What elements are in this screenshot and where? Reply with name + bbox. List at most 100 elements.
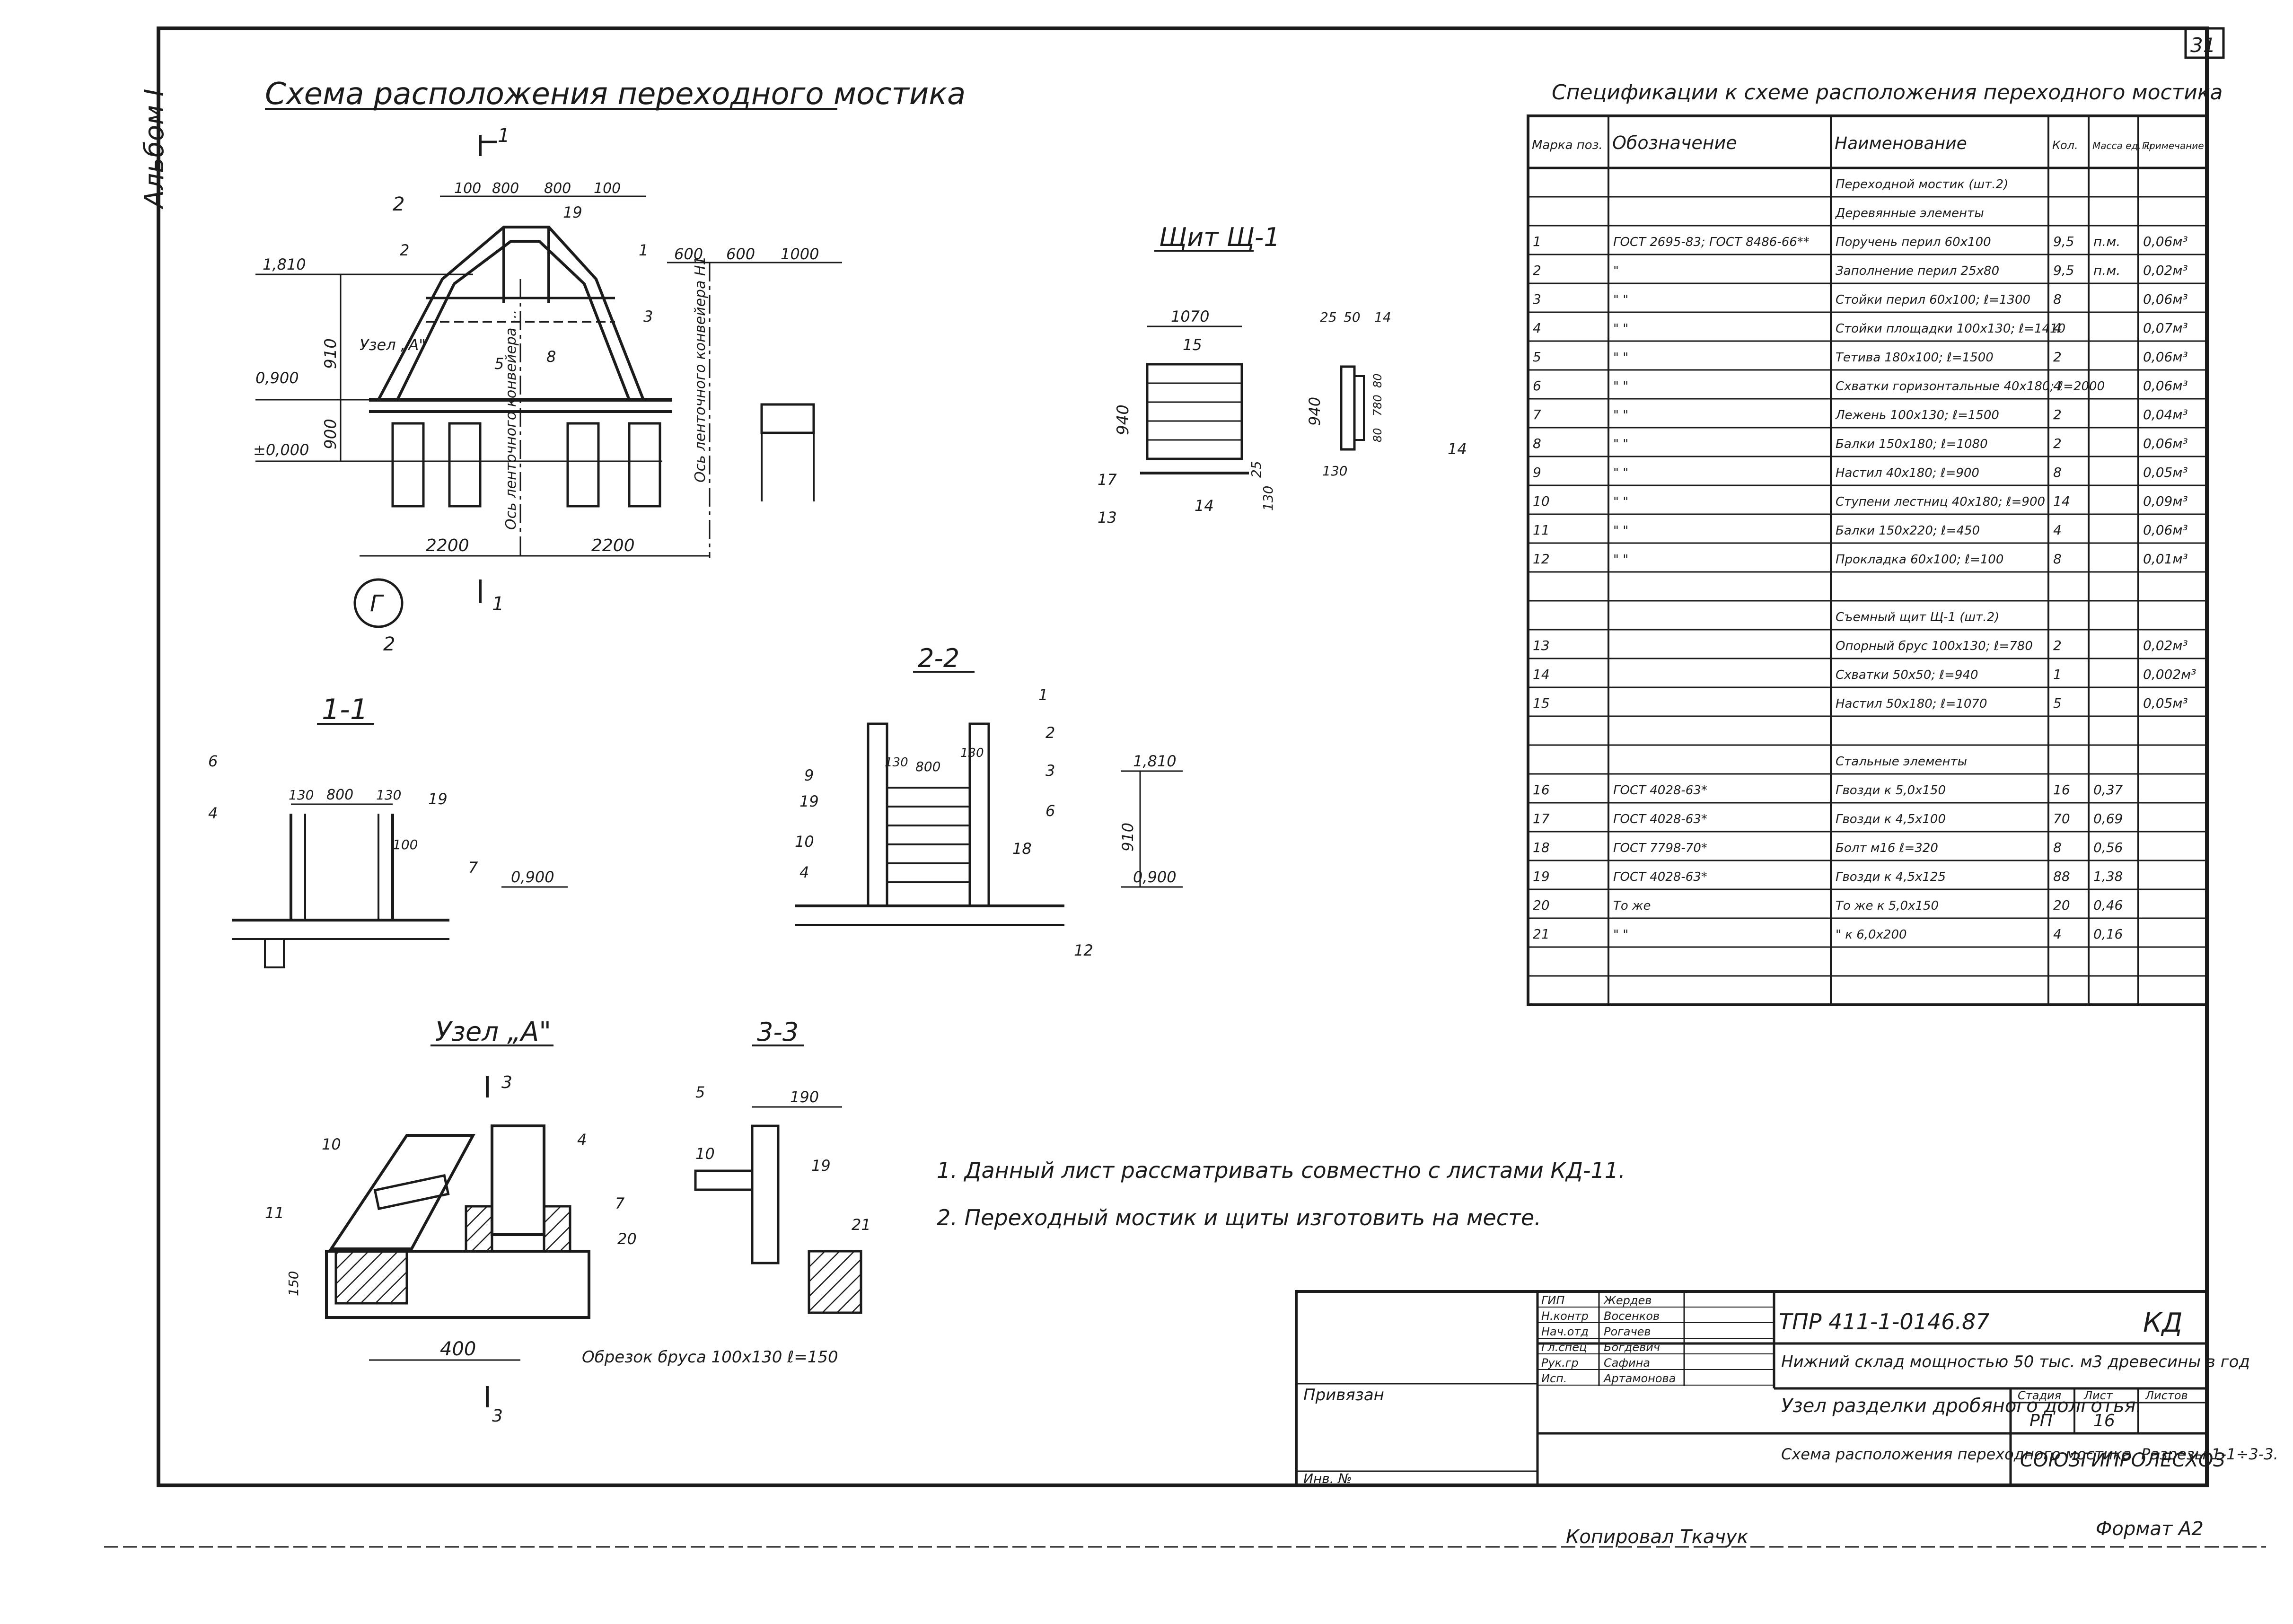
panel-view: Щит Щ-1 1070 15 940 25 130 17 13 14 25 5… bbox=[1098, 222, 1467, 527]
node-a-callout-20: 20 bbox=[617, 1230, 637, 1248]
spec-cell-24-0: 19 bbox=[1533, 869, 1550, 884]
section-1-1: 1-1 130 800 130 100 6 4 19 7 0,900 bbox=[208, 693, 568, 968]
side-dim-940: 940 bbox=[1306, 397, 1324, 426]
level-0000: ±0,000 bbox=[253, 441, 309, 459]
bottom-dim-2: 2200 bbox=[591, 536, 635, 555]
right-dim-3: 1000 bbox=[781, 245, 819, 263]
s22-callout-10: 10 bbox=[795, 833, 814, 851]
spec-cell-26-3: 4 bbox=[2053, 926, 2062, 942]
node-a-callout-10: 10 bbox=[322, 1135, 341, 1153]
spec-cell-22-1: ГОСТ 4028-63* bbox=[1613, 812, 1707, 826]
s11-level: 0,900 bbox=[511, 868, 554, 886]
page-number: 31 bbox=[2190, 34, 2215, 57]
spec-header-3: Кол. bbox=[2052, 139, 2078, 152]
spec-cell-18-0: 15 bbox=[1533, 695, 1550, 711]
spec-cell-3-1: " bbox=[1613, 264, 1619, 278]
spec-cell-5-5: 0,07м³ bbox=[2143, 320, 2188, 336]
spec-cell-26-0: 21 bbox=[1533, 926, 1550, 942]
spec-cell-24-2: Гвозди к 4,5x125 bbox=[1836, 870, 1946, 884]
side-dim-780: 780 bbox=[1371, 395, 1384, 416]
node-a: Узел „А" 10 4 11 7 20 150 400 3 3 Обрезо… bbox=[265, 1017, 838, 1426]
spec-cell-23-2: Болт м16 ℓ=320 bbox=[1836, 841, 1938, 855]
spec-cell-9-0: 8 bbox=[1533, 436, 1541, 451]
side-dim-130: 130 bbox=[1322, 463, 1347, 479]
s11-dim-130b: 130 bbox=[376, 787, 401, 803]
section-2-2: 2-2 130 800 130 1 2 3 9 19 10 4 6 18 12 … bbox=[795, 643, 1183, 959]
spec-cell-20-2: Стальные элементы bbox=[1836, 755, 1967, 769]
spec-cell-12-2: Балки 150x220; ℓ=450 bbox=[1836, 524, 1980, 538]
doc-code: ТПР 411-1-0146.87 bbox=[1779, 1309, 1990, 1334]
spec-table: Спецификации к схеме расположения перехо… bbox=[1527, 80, 2223, 1006]
cut-label-bottom: 1 bbox=[492, 593, 504, 615]
spec-cell-26-1: " " bbox=[1613, 928, 1628, 942]
spec-cell-4-1: " " bbox=[1613, 293, 1628, 307]
spec-cell-15-2: Съемный щит Щ-1 (шт.2) bbox=[1836, 610, 1999, 624]
binding-label: Привязан bbox=[1303, 1386, 1384, 1405]
tb-name-5: Артамонова bbox=[1603, 1372, 1676, 1385]
spec-cell-12-1: " " bbox=[1613, 524, 1628, 538]
spec-cell-6-5: 0,06м³ bbox=[2143, 349, 2188, 365]
spec-cell-10-3: 8 bbox=[2053, 465, 2062, 480]
spec-cell-18-3: 5 bbox=[2053, 695, 2062, 711]
spec-cell-9-3: 2 bbox=[2053, 436, 2062, 451]
section-1-1-title: 1-1 bbox=[322, 693, 368, 726]
spec-cell-7-2: Схватки горизонтальные 40x180; ℓ=2000 bbox=[1836, 379, 2105, 394]
s33-callout-21: 21 bbox=[852, 1216, 871, 1234]
node-a-cut-bottom: 3 bbox=[492, 1406, 503, 1426]
s22-level-0900: 0,900 bbox=[1133, 868, 1177, 886]
spec-cell-16-2: Опорный брус 100x130; ℓ=780 bbox=[1836, 639, 2033, 653]
s33-callout-19: 19 bbox=[811, 1157, 831, 1175]
spec-cell-12-0: 11 bbox=[1533, 522, 1550, 538]
spec-cell-2-4: п.м. bbox=[2093, 234, 2120, 249]
spec-cell-1-2: Деревянные элементы bbox=[1835, 206, 1984, 220]
spec-header-1: Обозначение bbox=[1612, 132, 1737, 153]
spec-cell-25-4: 0,46 bbox=[2093, 897, 2123, 913]
s22-callout-3: 3 bbox=[1045, 762, 1055, 780]
s11-dim-130a: 130 bbox=[289, 787, 314, 803]
spec-cell-23-0: 18 bbox=[1533, 840, 1550, 855]
s22-dim-130b: 130 bbox=[960, 746, 984, 760]
axis-right-label: Ось ленточного конвейера Н1 bbox=[692, 256, 709, 483]
spec-cell-23-1: ГОСТ 7798-70* bbox=[1613, 841, 1707, 855]
spec-cell-6-3: 2 bbox=[2053, 349, 2062, 365]
spec-cell-22-3: 70 bbox=[2053, 811, 2070, 826]
side-dim-80b: 80 bbox=[1371, 428, 1384, 442]
panel-callout-17: 17 bbox=[1098, 471, 1117, 489]
right-dim-1: 600 bbox=[674, 245, 703, 263]
tb-name-1: Восенков bbox=[1604, 1309, 1660, 1323]
spec-cell-17-3: 1 bbox=[2053, 667, 2062, 682]
tb-role-5: Исп. bbox=[1541, 1372, 1567, 1385]
spec-cell-21-0: 16 bbox=[1533, 782, 1550, 798]
sheet-name: Схема расположения переходного мостика. … bbox=[1781, 1445, 2278, 1463]
spec-cell-9-5: 0,06м³ bbox=[2143, 436, 2188, 451]
spec-cell-2-1: ГОСТ 2695-83; ГОСТ 8486-66** bbox=[1613, 235, 1810, 249]
mv-callout-2: 2 bbox=[400, 241, 409, 259]
spec-cell-5-0: 4 bbox=[1533, 320, 1541, 336]
bottom-dim-1: 2200 bbox=[426, 536, 469, 555]
spec-cell-13-2: Прокладка 60x100; ℓ=100 bbox=[1836, 553, 2003, 567]
tb-role-0: ГИП bbox=[1541, 1294, 1564, 1307]
spec-cell-4-2: Стойки перил 60x100; ℓ=1300 bbox=[1836, 293, 2030, 307]
spec-cell-23-3: 8 bbox=[2053, 840, 2062, 855]
s22-dim-130a: 130 bbox=[885, 755, 908, 770]
spec-cell-10-5: 0,05м³ bbox=[2143, 465, 2188, 480]
s22-dim-800: 800 bbox=[915, 759, 940, 774]
vdim-900: 900 bbox=[321, 419, 340, 449]
level-1810: 1,810 bbox=[263, 255, 306, 273]
note-1: 1. Данный лист рассматривать совместно с… bbox=[937, 1158, 1625, 1183]
side-callout-14: 14 bbox=[1374, 309, 1391, 325]
section-3-3: 3-3 190 5 10 19 21 bbox=[694, 1017, 871, 1314]
tb-role-2: Нач.отд bbox=[1541, 1325, 1589, 1338]
panel-callout-15: 15 bbox=[1183, 336, 1202, 354]
spec-cell-26-2: " к 6,0x200 bbox=[1836, 928, 1907, 942]
spec-cell-13-3: 8 bbox=[2053, 551, 2062, 567]
node-a-callout-7: 7 bbox=[615, 1194, 625, 1212]
spec-cell-0-2: Переходной мостик (шт.2) bbox=[1836, 177, 2008, 192]
s33-dim-190: 190 bbox=[790, 1088, 819, 1106]
spec-cell-18-5: 0,05м³ bbox=[2143, 695, 2188, 711]
spec-header-0: Марка поз. bbox=[1532, 138, 1603, 152]
sheet-header: Лист bbox=[2083, 1389, 2113, 1402]
spec-cell-21-2: Гвозди к 5,0x150 bbox=[1836, 783, 1946, 798]
